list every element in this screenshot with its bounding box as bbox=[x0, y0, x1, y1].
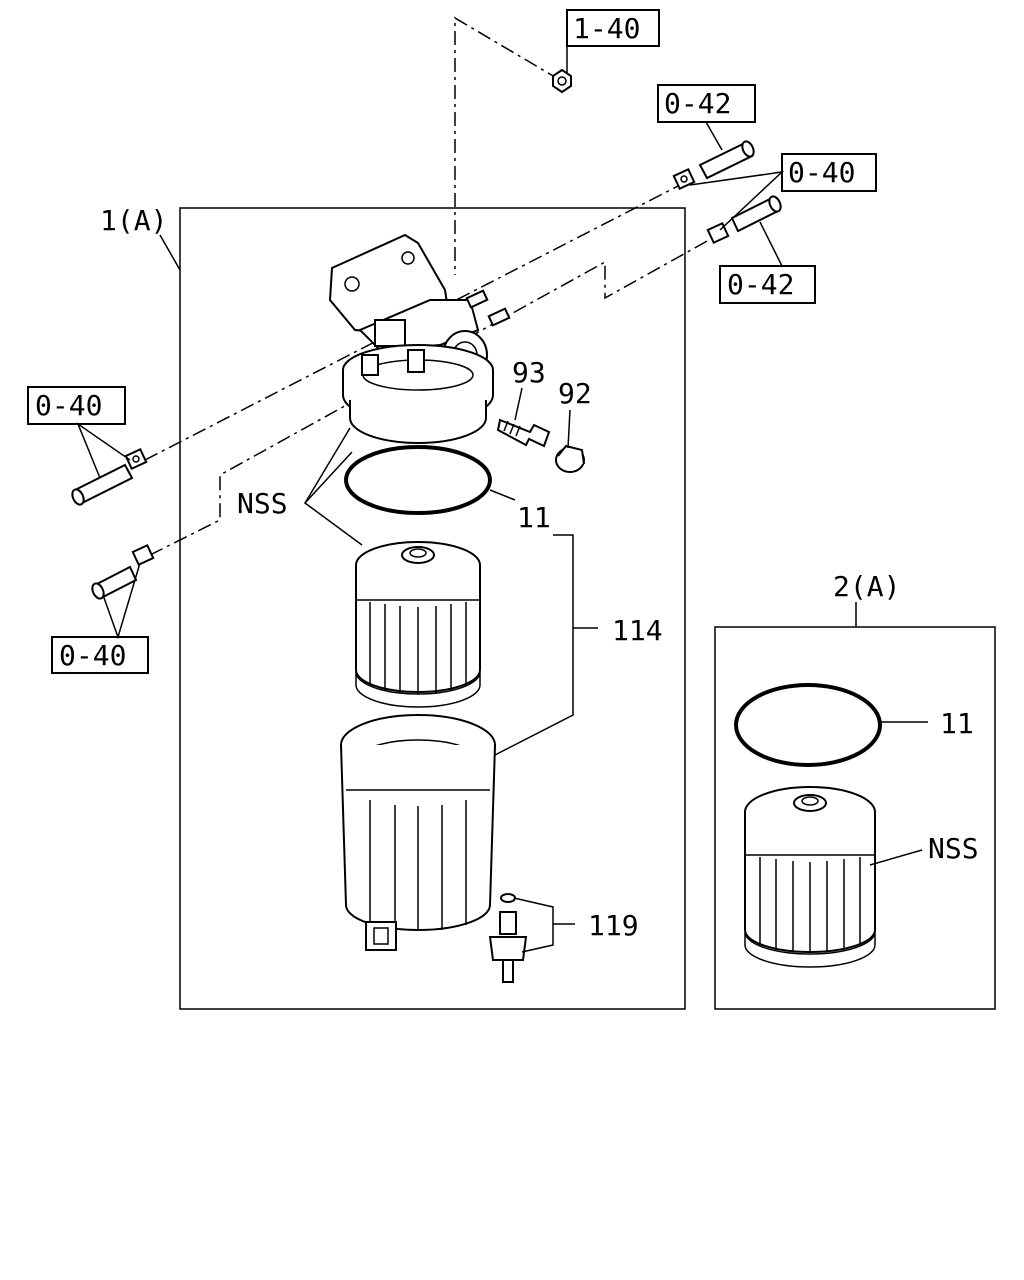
assembly-2-label: 2(A) bbox=[833, 570, 900, 603]
callout-box-0-40-left-bottom bbox=[51, 636, 149, 674]
filter-bowl bbox=[340, 714, 496, 951]
sensor-119 bbox=[488, 893, 528, 983]
callout-1-40: 1-40 bbox=[573, 12, 640, 45]
callout-0-40-top-right: 0-40 bbox=[788, 156, 855, 189]
callout-0-42-right: 0-42 bbox=[727, 268, 794, 301]
callout-box-1-40 bbox=[566, 9, 660, 47]
hose-left-top bbox=[71, 463, 134, 506]
filter-element bbox=[355, 541, 481, 708]
o-ring-11 bbox=[344, 445, 492, 515]
hose-top-right bbox=[698, 140, 755, 180]
filter-head bbox=[328, 233, 511, 444]
part-119-label: 119 bbox=[588, 909, 639, 942]
callout-0-42-top: 0-42 bbox=[664, 87, 731, 120]
hose-mid-right bbox=[730, 195, 782, 233]
part-93-label: 93 bbox=[512, 356, 546, 389]
assembly-1-frame bbox=[179, 207, 686, 1010]
assembly-2-frame bbox=[714, 626, 996, 1010]
assembly-1-label: 1(A) bbox=[100, 204, 167, 237]
part-92-label: 92 bbox=[558, 377, 592, 410]
part-114-label: 114 bbox=[612, 614, 663, 647]
kit-nss-label: NSS bbox=[928, 832, 979, 865]
nut-part bbox=[552, 68, 572, 94]
assembly-1-leader bbox=[159, 234, 181, 271]
callout-box-0-40-left-top bbox=[27, 386, 126, 425]
callout-0-40-left-top: 0-40 bbox=[35, 389, 102, 422]
callout-box-0-40-top-right bbox=[781, 153, 877, 192]
filter-element-kit bbox=[744, 786, 876, 968]
clip-top-right bbox=[672, 167, 696, 191]
clip-left-top bbox=[124, 447, 148, 471]
hose-left-bottom bbox=[91, 565, 138, 600]
callout-0-40-left-bottom: 0-40 bbox=[59, 639, 126, 672]
nss-label: NSS bbox=[237, 487, 288, 520]
clip-mid-right bbox=[706, 221, 730, 245]
kit-part-11-label: 11 bbox=[940, 707, 974, 740]
callout-box-0-42-right bbox=[719, 265, 816, 304]
clip-left-bottom bbox=[131, 543, 155, 567]
part-119-bracket bbox=[513, 897, 554, 953]
callout-box-0-42-top bbox=[657, 84, 756, 123]
cap-92 bbox=[555, 444, 585, 473]
part-114-bracket bbox=[494, 534, 574, 756]
part-11-label: 11 bbox=[517, 501, 551, 534]
o-ring-11-kit bbox=[734, 683, 882, 767]
air-vent-screw-93 bbox=[496, 418, 551, 448]
